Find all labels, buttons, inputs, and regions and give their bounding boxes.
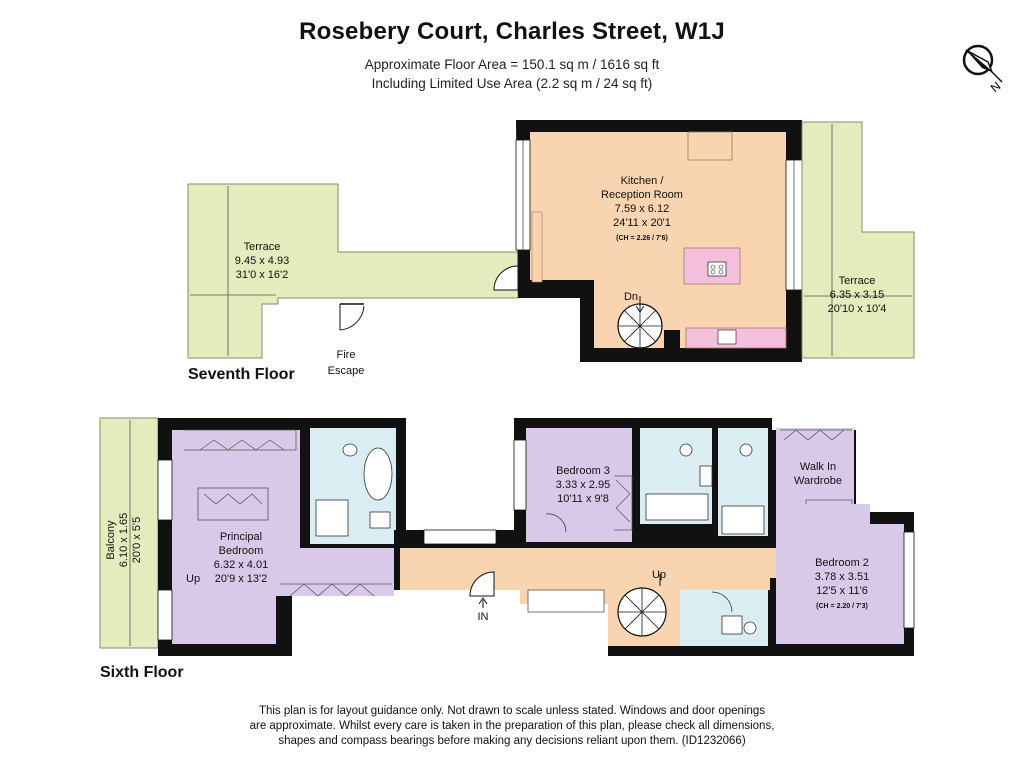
kitchen-imperial: 24'11 x 20'1 — [613, 217, 671, 229]
walk-in-wardrobe — [776, 428, 854, 504]
entrance-label: IN — [478, 611, 489, 623]
principal-name-1: Principal — [220, 531, 262, 543]
disclaimer-line3: shapes and compass bearings before makin… — [278, 735, 746, 747]
seventh-floor-label: Seventh Floor — [188, 366, 295, 383]
terrace-west-name: Terrace — [244, 241, 281, 253]
disclaimer-line1: This plan is for layout guidance only. N… — [258, 705, 766, 717]
kitchen-ceiling-height: (CH = 2.26 / 7'6) — [616, 235, 668, 242]
bed-icon — [197, 487, 269, 521]
terrace-east-metric: 6.35 x 3.15 — [830, 289, 884, 301]
balcony-imperial: 20'0 x 5'5 — [131, 517, 143, 563]
balcony-up-label: Up — [186, 573, 200, 585]
balcony-metric: 6.10 x 1.65 — [118, 513, 130, 567]
bedroom2-name: Bedroom 2 — [815, 557, 869, 569]
walkin-name-1: Walk In — [800, 461, 836, 473]
balcony-name: Balcony — [105, 520, 117, 560]
terrace-west — [187, 183, 519, 359]
kitchen-name-2: Reception Room — [601, 189, 683, 201]
bedroom2-imperial: 12'5 x 11'6 — [816, 585, 868, 597]
terrace-west-imperial: 31'0 x 16'2 — [236, 269, 289, 281]
bedroom-2 — [776, 504, 904, 644]
sixth-floor-plan — [99, 417, 915, 656]
principal-name-2: Bedroom — [219, 545, 264, 557]
bedroom3-imperial: 10'11 x 9'8 — [557, 493, 609, 505]
disclaimer-line2: are approximate. Whilst every care is ta… — [249, 720, 775, 732]
kitchen-metric: 7.59 x 6.12 — [615, 203, 669, 215]
hob-icon — [707, 261, 727, 277]
bedroom-3 — [526, 428, 632, 542]
shower-icon — [315, 499, 349, 537]
disclaimer: This plan is for layout guidance only. N… — [0, 704, 1024, 749]
sixth-floor-label: Sixth Floor — [100, 664, 184, 681]
principal-bedroom — [172, 430, 300, 644]
floor-area-line: Approximate Floor Area = 150.1 sq m / 16… — [364, 57, 660, 72]
sink-icon — [717, 329, 737, 345]
terrace-east — [801, 121, 915, 359]
fire-escape-line1: Fire — [337, 349, 356, 361]
toilet-icon — [342, 443, 358, 457]
entrance-arrow-icon — [478, 597, 488, 608]
limited-use-area-line: Including Limited Use Area (2.2 sq m / 2… — [371, 76, 653, 91]
seventh-floor-plan — [187, 120, 915, 362]
hall-up-label: Up — [652, 569, 666, 581]
north-compass-icon: N — [962, 44, 1003, 95]
page-title: Rosebery Court, Charles Street, W1J — [299, 18, 725, 45]
terrace-west-metric: 9.45 x 4.93 — [235, 255, 289, 267]
bedroom2-ceiling-height: (CH = 2.20 / 7'3) — [816, 603, 868, 610]
walkin-name-2: Wardrobe — [794, 475, 842, 487]
terrace-east-name: Terrace — [839, 275, 876, 287]
terrace-east-imperial: 20'10 x 10'4 — [828, 303, 887, 315]
bedroom2-metric: 3.78 x 3.51 — [815, 571, 869, 583]
bath-icon — [363, 447, 393, 501]
kitchen-name-1: Kitchen / — [621, 175, 665, 187]
principal-metric: 6.32 x 4.01 — [214, 559, 268, 571]
kitchen-reception-room — [530, 132, 786, 348]
stair-dn-label: Dn — [624, 291, 638, 303]
bedroom3-metric: 3.33 x 2.95 — [556, 479, 610, 491]
balcony — [99, 417, 159, 649]
bedroom3-name: Bedroom 3 — [556, 465, 610, 477]
fire-escape-line2: Escape — [328, 365, 365, 377]
principal-imperial: 20'9 x 13'2 — [215, 573, 268, 585]
